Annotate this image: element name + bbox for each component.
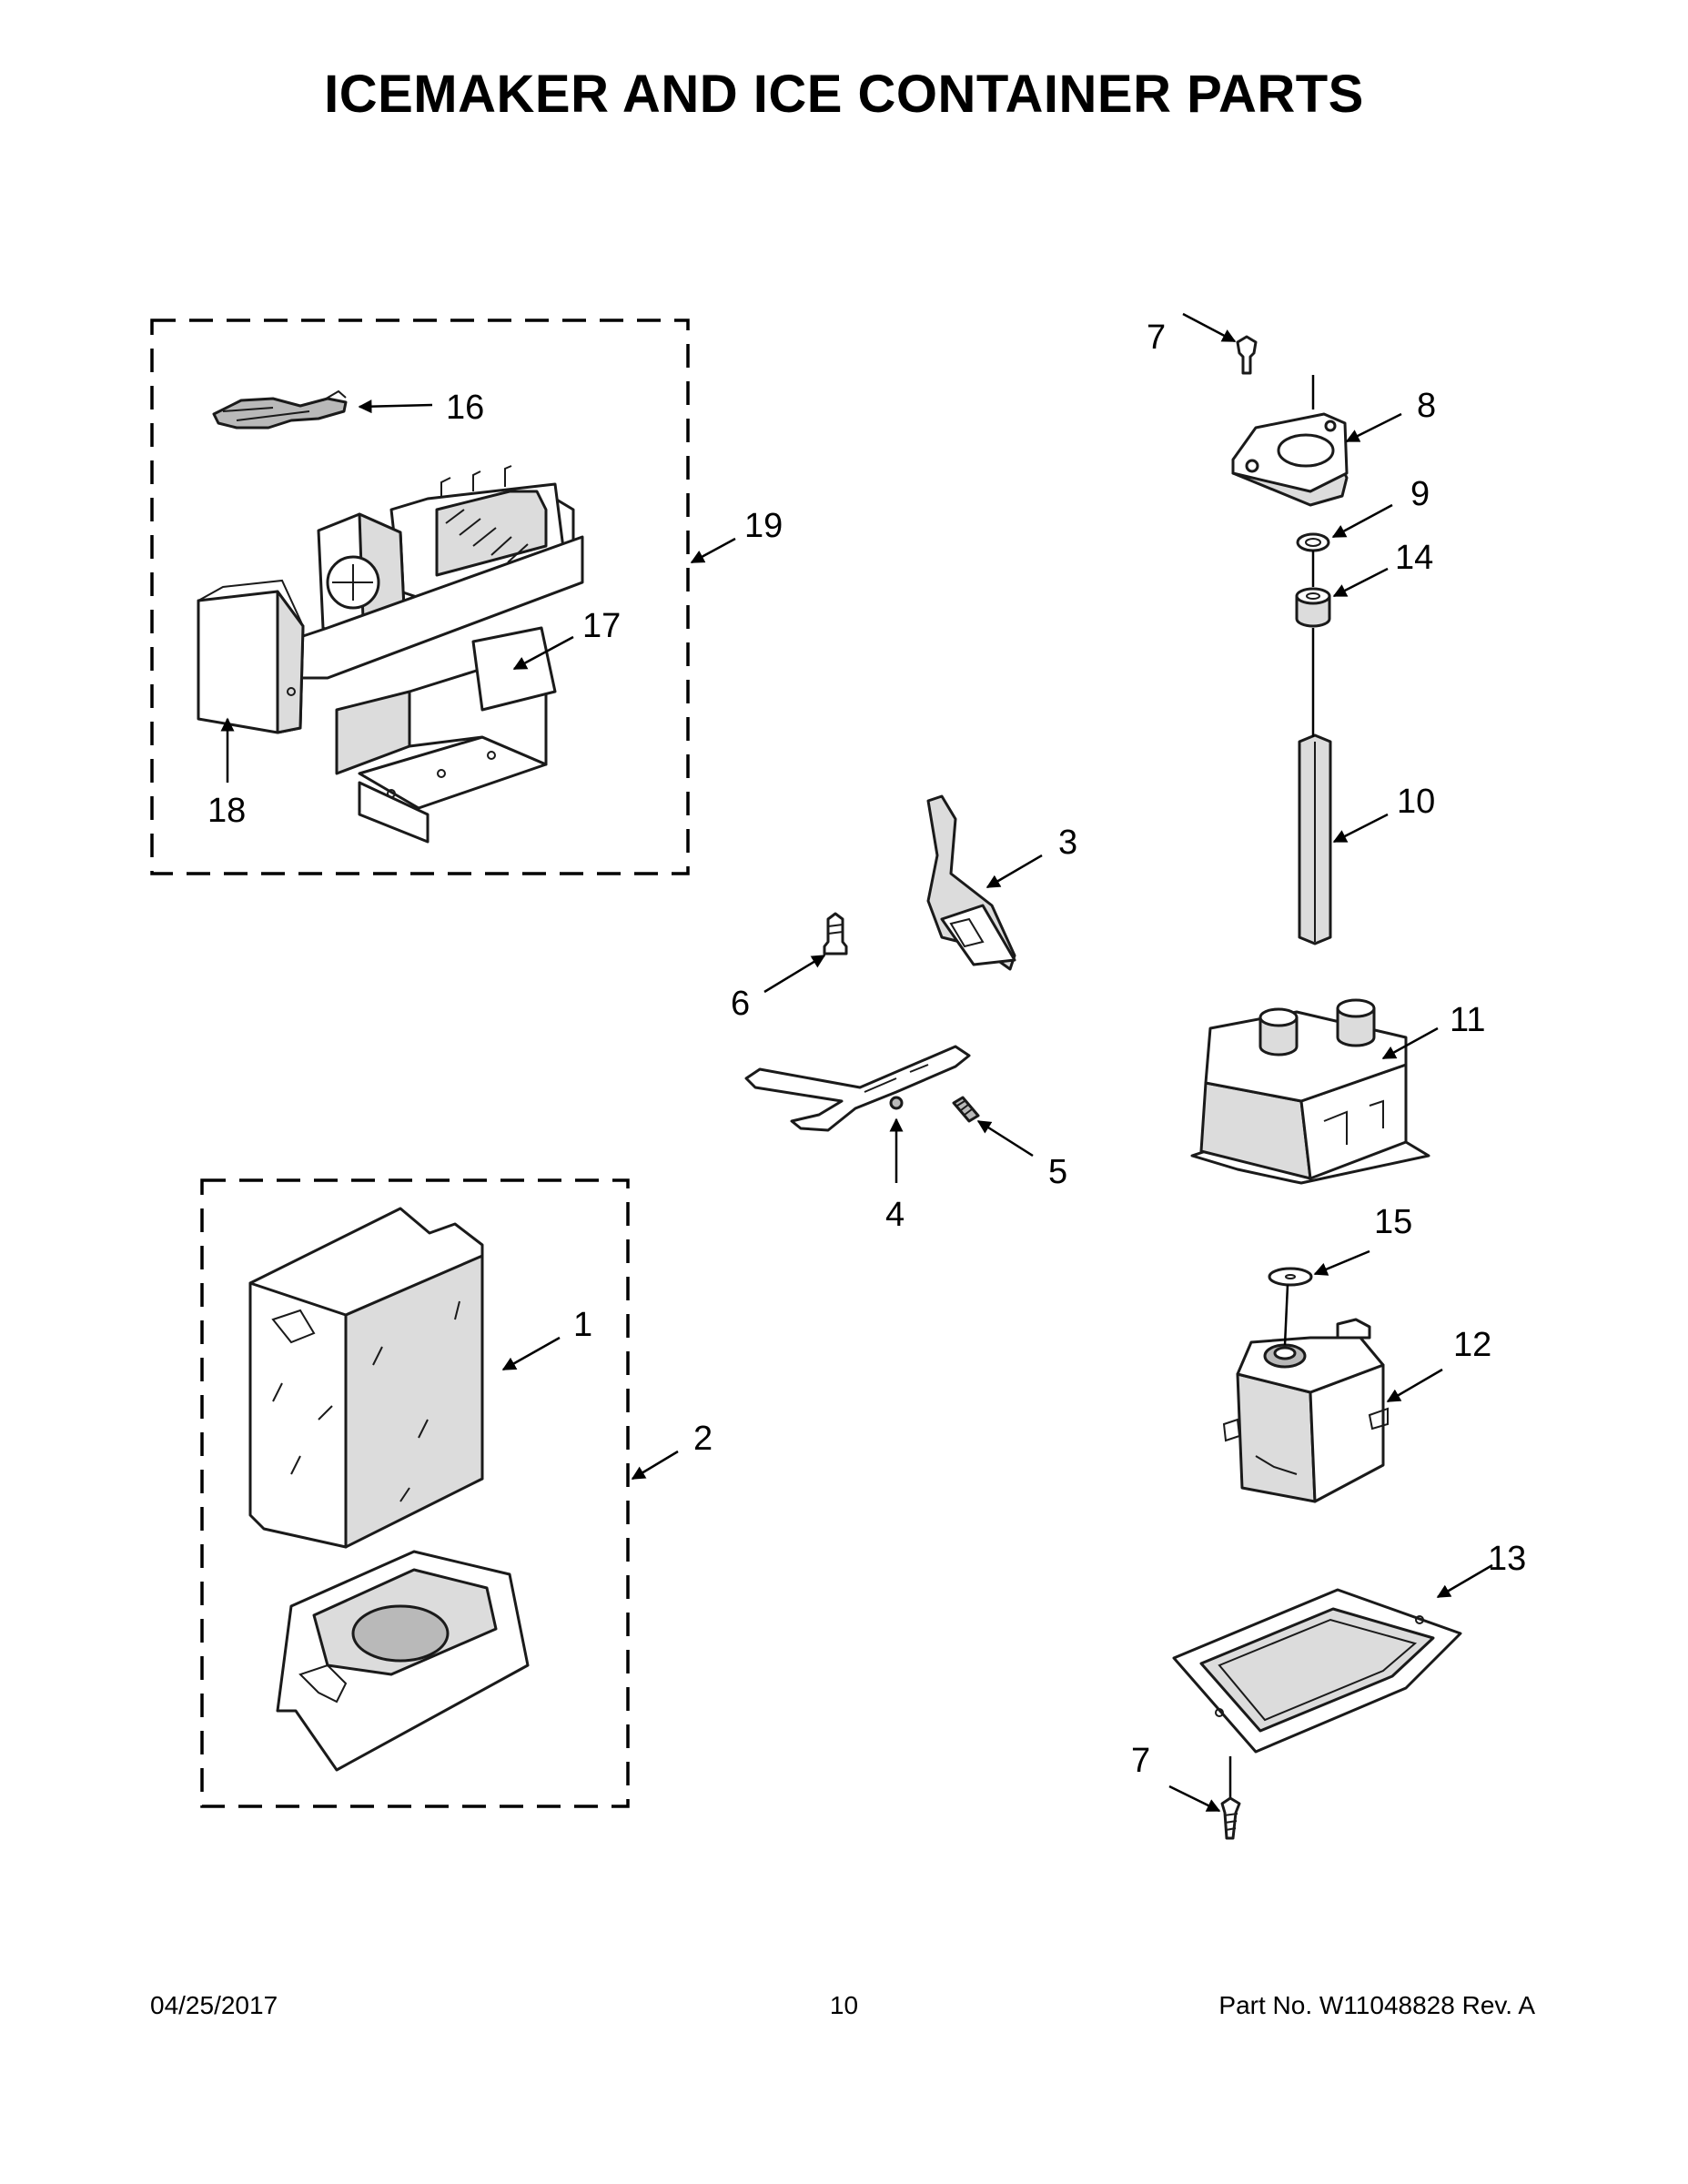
callout-16: 16 bbox=[446, 389, 484, 427]
part-11-housing[interactable] bbox=[1190, 998, 1430, 1185]
callout-5: 5 bbox=[1048, 1153, 1067, 1191]
part-18-cover[interactable] bbox=[197, 579, 305, 734]
part-13-gasket[interactable] bbox=[1172, 1588, 1462, 1754]
callout-18: 18 bbox=[207, 792, 246, 830]
leader-15 bbox=[1313, 1249, 1370, 1276]
callout-1: 1 bbox=[573, 1306, 592, 1344]
part-9-washer[interactable] bbox=[1296, 532, 1330, 552]
callout-13: 13 bbox=[1488, 1540, 1526, 1578]
leader-12 bbox=[1386, 1368, 1443, 1403]
leader-6 bbox=[763, 954, 826, 994]
part-1-ice-bucket[interactable] bbox=[248, 1207, 484, 1549]
part-14-bushing[interactable] bbox=[1295, 587, 1331, 628]
callout-2: 2 bbox=[693, 1420, 713, 1458]
callout-15: 15 bbox=[1374, 1203, 1412, 1241]
callout-7-bottom: 7 bbox=[1131, 1742, 1150, 1780]
leader-1 bbox=[501, 1336, 561, 1371]
part-6-screw[interactable] bbox=[823, 912, 848, 956]
leader-3 bbox=[986, 854, 1043, 889]
leader-11 bbox=[1381, 1026, 1439, 1060]
leader-16 bbox=[358, 399, 433, 414]
callout-12: 12 bbox=[1453, 1326, 1491, 1364]
part-3-shield[interactable] bbox=[926, 794, 1016, 971]
part-10-shaft[interactable] bbox=[1298, 733, 1332, 945]
leader-14 bbox=[1332, 567, 1389, 598]
leader-7-bottom bbox=[1168, 1785, 1221, 1813]
footer-page-number: 10 bbox=[829, 1991, 859, 2019]
part-8-bracket-plate[interactable] bbox=[1231, 412, 1349, 507]
ice-container-assembly-box bbox=[200, 1178, 630, 1808]
callout-6: 6 bbox=[731, 985, 750, 1023]
footer-part-number: Part No. W11048828 Rev. A bbox=[1218, 1991, 1535, 2019]
leader-7-top bbox=[1182, 312, 1237, 343]
footer-date: 04/25/2017 bbox=[150, 1991, 278, 2019]
leader-13 bbox=[1436, 1563, 1493, 1599]
callout-4: 4 bbox=[885, 1196, 905, 1234]
leader-8 bbox=[1345, 412, 1402, 443]
part-4-arm[interactable] bbox=[744, 1045, 971, 1132]
callout-3: 3 bbox=[1058, 824, 1077, 862]
part-17-bracket[interactable] bbox=[335, 626, 557, 844]
part-5-spring[interactable] bbox=[952, 1096, 980, 1123]
callout-19: 19 bbox=[744, 507, 783, 545]
part-15-washer[interactable] bbox=[1268, 1267, 1313, 1287]
callout-7-top: 7 bbox=[1147, 318, 1166, 357]
callout-8: 8 bbox=[1417, 387, 1436, 425]
callout-9: 9 bbox=[1410, 475, 1430, 513]
part-16-wire-harness[interactable] bbox=[212, 389, 348, 430]
part-12-motor[interactable] bbox=[1222, 1318, 1389, 1503]
motor-axis-line bbox=[1283, 1284, 1289, 1346]
leader-10 bbox=[1332, 813, 1389, 844]
icemaker-assembly-box bbox=[150, 318, 690, 875]
part-2-container-base[interactable] bbox=[276, 1550, 530, 1772]
part-19-icemaker[interactable] bbox=[298, 465, 584, 680]
leader-5 bbox=[976, 1119, 1034, 1158]
part-7-screw-top[interactable] bbox=[1236, 335, 1258, 375]
page-title: ICEMAKER AND ICE CONTAINER PARTS bbox=[324, 65, 1364, 124]
leader-2 bbox=[631, 1450, 679, 1481]
callout-17: 17 bbox=[582, 607, 621, 645]
leader-9 bbox=[1331, 503, 1393, 539]
callout-14: 14 bbox=[1395, 539, 1433, 577]
callout-10: 10 bbox=[1397, 783, 1435, 821]
part-7-screw-bottom[interactable] bbox=[1220, 1796, 1241, 1840]
leader-19 bbox=[690, 537, 736, 564]
callout-11: 11 bbox=[1450, 1001, 1485, 1039]
leader-17 bbox=[512, 635, 574, 671]
